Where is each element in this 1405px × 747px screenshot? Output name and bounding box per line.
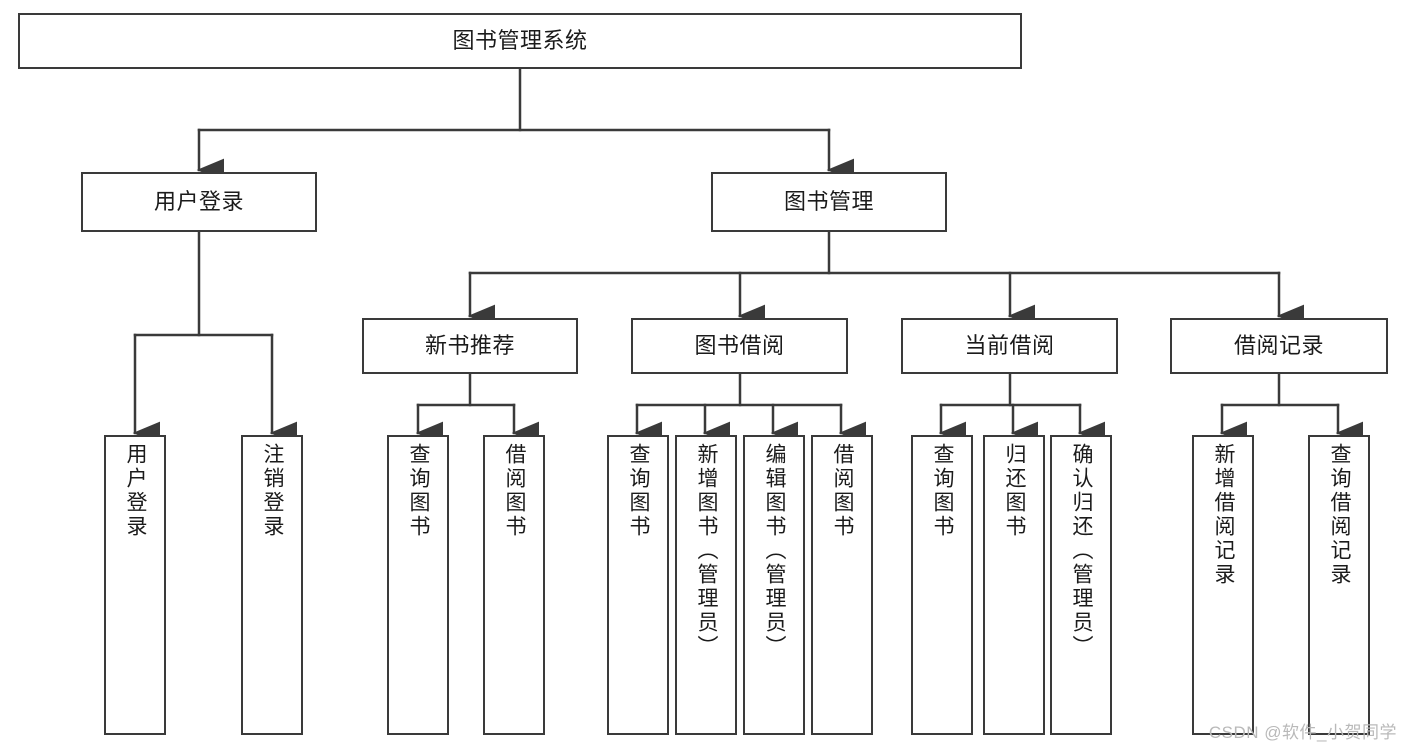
node-leaf-query-book-bor[interactable]: 查询图书 <box>607 435 669 735</box>
node-leaf-user-login[interactable]: 用户登录 <box>104 435 166 735</box>
node-label: 用户登录 <box>124 443 148 539</box>
node-label: 注销登录 <box>261 443 285 539</box>
node-label: 图书借阅 <box>694 332 785 358</box>
node-label: 编辑图书（管理员） <box>763 443 787 659</box>
node-label: 借阅图书 <box>831 443 855 539</box>
node-label: 查询图书 <box>407 443 431 539</box>
node-user-login[interactable]: 用户登录 <box>81 172 317 232</box>
node-leaf-borrow-book-rec[interactable]: 借阅图书 <box>483 435 545 735</box>
node-label: 用户登录 <box>153 188 244 214</box>
watermark: CSDN @软件_小贺同学 <box>1208 723 1397 742</box>
node-label: 借阅记录 <box>1233 332 1324 358</box>
node-leaf-edit-book-admin[interactable]: 编辑图书（管理员） <box>743 435 805 735</box>
node-leaf-query-book-cur[interactable]: 查询图书 <box>911 435 973 735</box>
node-label: 新增借阅记录 <box>1212 443 1236 587</box>
node-label: 新增图书（管理员） <box>695 443 719 659</box>
node-label: 查询图书 <box>627 443 651 539</box>
node-book-manage[interactable]: 图书管理 <box>711 172 947 232</box>
node-leaf-borrow-book-bor[interactable]: 借阅图书 <box>811 435 873 735</box>
node-leaf-confirm-return-admin[interactable]: 确认归还（管理员） <box>1050 435 1112 735</box>
node-leaf-user-logout[interactable]: 注销登录 <box>241 435 303 735</box>
node-label: 当前借阅 <box>964 332 1055 358</box>
node-label: 图书管理系统 <box>452 27 588 53</box>
node-label: 确认归还（管理员） <box>1070 443 1094 659</box>
node-root[interactable]: 图书管理系统 <box>18 13 1022 69</box>
node-borrow-record[interactable]: 借阅记录 <box>1170 318 1388 374</box>
node-leaf-add-borrow-record[interactable]: 新增借阅记录 <box>1192 435 1254 735</box>
node-new-book-recommend[interactable]: 新书推荐 <box>362 318 578 374</box>
node-label: 借阅图书 <box>503 443 527 539</box>
node-leaf-query-book-rec[interactable]: 查询图书 <box>387 435 449 735</box>
node-label: 查询图书 <box>931 443 955 539</box>
node-leaf-add-book-admin[interactable]: 新增图书（管理员） <box>675 435 737 735</box>
node-book-borrow[interactable]: 图书借阅 <box>631 318 848 374</box>
node-leaf-return-book[interactable]: 归还图书 <box>983 435 1045 735</box>
node-current-borrow[interactable]: 当前借阅 <box>901 318 1118 374</box>
node-label: 新书推荐 <box>424 332 515 358</box>
node-label: 归还图书 <box>1003 443 1027 539</box>
node-label: 查询借阅记录 <box>1328 443 1352 587</box>
node-leaf-query-borrow-record[interactable]: 查询借阅记录 <box>1308 435 1370 735</box>
node-label: 图书管理 <box>783 188 874 214</box>
